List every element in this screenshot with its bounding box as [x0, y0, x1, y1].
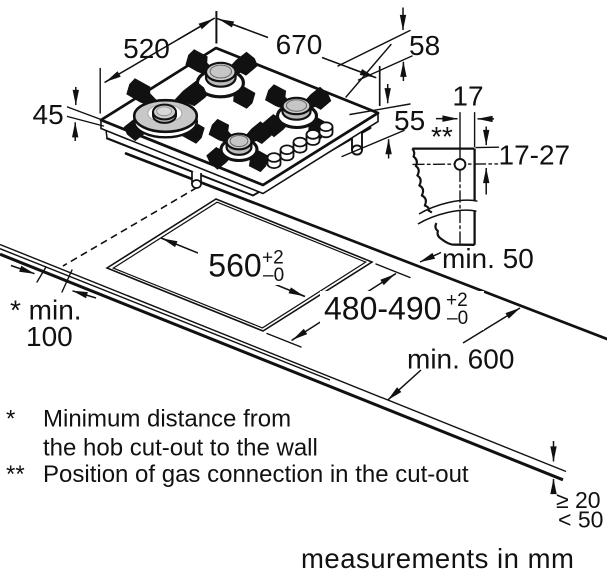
svg-text:*: *	[6, 406, 15, 433]
svg-text:≥ 20: ≥ 20	[556, 487, 601, 513]
svg-text:measurements in mm: measurements in mm	[301, 543, 574, 574]
svg-text:* min.: * min.	[10, 295, 82, 326]
svg-text:560: 560	[208, 248, 261, 284]
svg-text:17: 17	[452, 81, 483, 112]
svg-text:17-27: 17-27	[499, 140, 571, 171]
svg-text:Minimum distance from: Minimum distance from	[43, 406, 291, 433]
svg-text:670: 670	[276, 29, 323, 60]
svg-text:+2: +2	[262, 248, 284, 269]
svg-text:480-490: 480-490	[324, 291, 441, 327]
svg-text:–0: –0	[263, 265, 284, 286]
svg-text:520: 520	[123, 33, 170, 64]
svg-text:min. 50: min. 50	[442, 243, 534, 274]
svg-text:58: 58	[409, 30, 440, 61]
svg-text:**: **	[6, 461, 25, 488]
svg-text:min. 600: min. 600	[407, 344, 514, 375]
svg-text:the hob cut-out to the wall: the hob cut-out to the wall	[43, 435, 318, 462]
svg-text:< 50: < 50	[558, 507, 603, 533]
svg-text:+2: +2	[446, 290, 468, 311]
svg-text:**: **	[431, 121, 453, 152]
svg-text:Position of gas connection in: Position of gas connection in the cut-ou…	[43, 461, 469, 488]
svg-text:45: 45	[33, 99, 64, 130]
svg-text:55: 55	[394, 105, 425, 136]
svg-text:–0: –0	[447, 308, 468, 329]
svg-text:100: 100	[26, 321, 73, 352]
